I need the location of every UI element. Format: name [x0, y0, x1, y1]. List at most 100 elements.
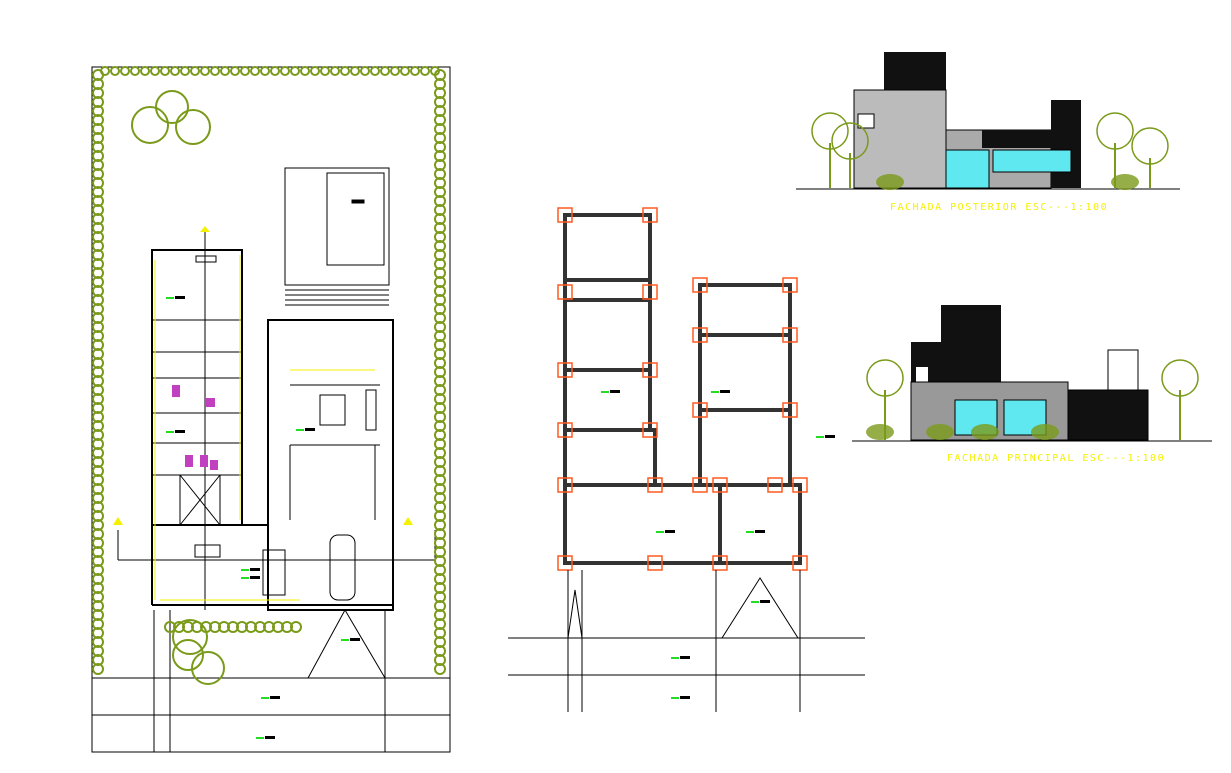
level-markers: [166, 296, 835, 739]
hedge-shrub: [380, 66, 390, 76]
column: [692, 277, 708, 293]
pool-steps: [285, 289, 389, 306]
tree-canopy: [831, 122, 869, 160]
elevation-trees: [811, 112, 1199, 440]
hedge-shrub: [330, 66, 340, 76]
hedge-shrub: [160, 66, 170, 76]
bathroom-fixtures: [172, 385, 218, 470]
shrub: [866, 424, 894, 440]
tree-canopy: [155, 90, 189, 124]
column: [642, 284, 658, 300]
lot-boundary: [91, 66, 451, 753]
hedge-shrub: [430, 66, 440, 76]
column: [642, 207, 658, 223]
hedge-shrub: [100, 66, 110, 76]
level-label: [680, 696, 690, 699]
hedge-shrub: [360, 66, 370, 76]
column: [647, 477, 663, 493]
shrub: [1111, 174, 1139, 190]
hedge-shrub: [390, 66, 400, 76]
level-label: [665, 530, 675, 533]
hedge-shrub: [400, 66, 410, 76]
car-symbol: [329, 534, 356, 601]
tree-canopy: [1161, 359, 1199, 397]
hedge-shrub: [434, 663, 446, 675]
column: [557, 284, 573, 300]
column: [557, 555, 573, 571]
rear-elevation-title: FACHADA POSTERIOR ESC---1:100: [890, 202, 1109, 213]
column: [642, 422, 658, 438]
hedge-shrub: [180, 66, 190, 76]
shrub: [876, 174, 904, 190]
level-label: [755, 530, 765, 533]
hedge-shrub: [200, 66, 210, 76]
hedge-shrub: [140, 66, 150, 76]
hedge-shrub: [170, 66, 180, 76]
level-label: [305, 428, 315, 431]
column: [782, 402, 798, 418]
dining-table: [262, 549, 286, 596]
structural-plan: [508, 207, 865, 712]
tree-canopy: [866, 359, 904, 397]
shrub: [1031, 424, 1059, 440]
hedge-shrub: [350, 66, 360, 76]
column: [767, 477, 783, 493]
hedge-shrub: [270, 66, 280, 76]
column: [782, 327, 798, 343]
section-lines: [154, 255, 375, 601]
column: [692, 327, 708, 343]
hedge-shrub: [250, 66, 260, 76]
columns: [557, 207, 808, 571]
trees: [131, 90, 225, 685]
hedge-shrub: [290, 66, 300, 76]
shrub: [971, 424, 999, 440]
hedge-shrub: [310, 66, 320, 76]
tree-canopy: [1096, 112, 1134, 150]
level-label: [825, 435, 835, 438]
tree-canopy: [191, 651, 225, 685]
column: [557, 362, 573, 378]
level-label: [610, 390, 620, 393]
hedge-shrub: [410, 66, 420, 76]
hedge-shrub: [340, 66, 350, 76]
front-elevation: [852, 305, 1212, 442]
front-elevation-title: FACHADA PRINCIPAL ESC---1:100: [947, 453, 1166, 464]
hedge-shrub: [130, 66, 140, 76]
tree-canopy: [175, 109, 211, 145]
column: [557, 477, 573, 493]
house-walls: [151, 249, 394, 611]
level-label: [720, 390, 730, 393]
level-label: [350, 638, 360, 641]
level-label: [760, 600, 770, 603]
level-label: [175, 296, 185, 299]
level-label: [250, 576, 260, 579]
level-label: [175, 430, 185, 433]
column: [692, 477, 708, 493]
column: [712, 477, 728, 493]
hedge-shrub: [260, 66, 270, 76]
column: [557, 207, 573, 223]
rear-elevation: [796, 52, 1180, 190]
tree-canopy: [811, 112, 849, 150]
hedge-shrub: [230, 66, 240, 76]
level-label: [270, 696, 280, 699]
pool-outline: [284, 167, 390, 286]
perimeter-hedges: [92, 66, 446, 675]
column: [792, 477, 808, 493]
column: [557, 422, 573, 438]
tree-canopy: [172, 639, 204, 671]
site-floor-plan: [91, 66, 451, 753]
tree-canopy: [131, 106, 169, 144]
column: [692, 402, 708, 418]
hedge-shrub: [320, 66, 330, 76]
hedge-shrub: [370, 66, 380, 76]
hedge-shrub: [110, 66, 120, 76]
hedge-shrub: [300, 66, 310, 76]
hedge-shrub: [240, 66, 250, 76]
column: [647, 555, 663, 571]
column: [712, 555, 728, 571]
hedge-shrub: [280, 66, 290, 76]
level-label: [250, 568, 260, 571]
